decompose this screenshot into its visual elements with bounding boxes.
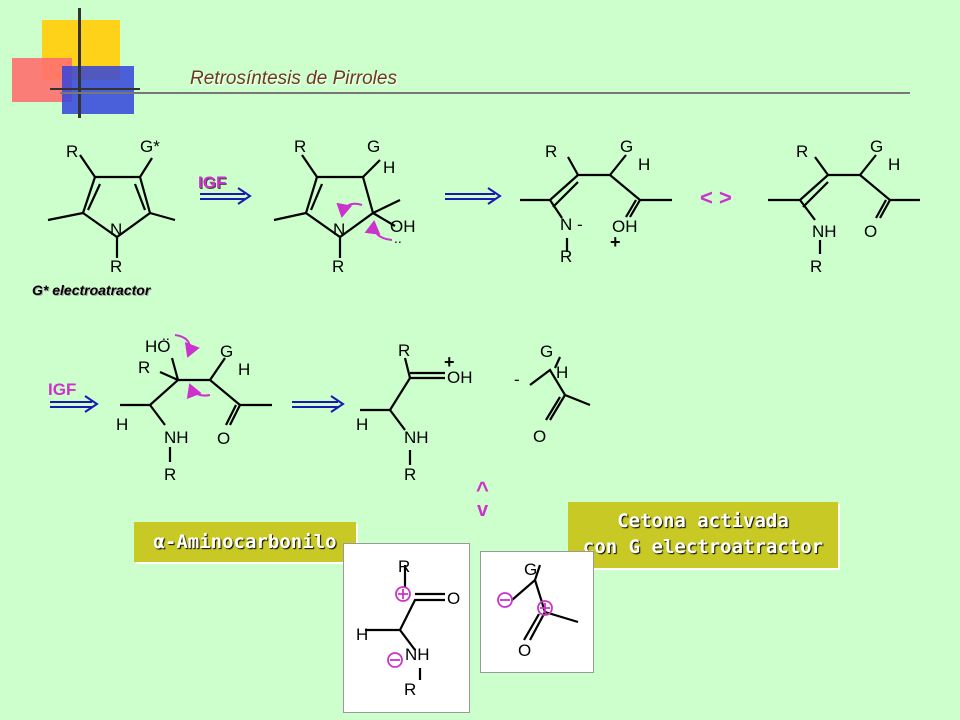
- svg-text:^: ^: [476, 477, 489, 502]
- svg-text:R: R: [545, 142, 557, 161]
- svg-text:O: O: [864, 222, 877, 241]
- atom-labels: R G* N R R G H N R OH .. R G H N - R OH …: [66, 137, 900, 484]
- svg-text:O: O: [217, 429, 230, 448]
- svg-text:O: O: [533, 427, 546, 446]
- reaction-arrows: [50, 187, 502, 413]
- svg-text:R: R: [110, 257, 122, 276]
- svg-text:R: R: [560, 247, 572, 266]
- svg-text:-: -: [514, 370, 520, 389]
- svg-text:O: O: [447, 589, 460, 608]
- svg-text:R: R: [404, 680, 416, 699]
- activated-ketone-box: Cetona activada con G electroatractor: [568, 502, 838, 568]
- svg-text:G: G: [870, 137, 883, 156]
- svg-text:N -: N -: [560, 215, 583, 234]
- accent-labels: IGF < > IGF ^ v: [48, 173, 732, 521]
- svg-text:..: ..: [162, 327, 170, 343]
- svg-text:N: N: [333, 220, 345, 239]
- svg-text:NH: NH: [164, 428, 189, 447]
- svg-text:G*: G*: [140, 137, 160, 156]
- svg-text:H: H: [116, 415, 128, 434]
- aminocarbonyl-box: α-Aminocarbonilo: [134, 522, 356, 562]
- ketone-line-1: Cetona activada: [617, 510, 789, 532]
- svg-text:R: R: [294, 137, 306, 156]
- svg-text:OH: OH: [447, 368, 473, 387]
- svg-text:NH: NH: [812, 222, 837, 241]
- svg-text:R: R: [164, 465, 176, 484]
- svg-text:G: G: [540, 342, 553, 361]
- svg-text:R: R: [404, 465, 416, 484]
- svg-text:R: R: [138, 358, 150, 377]
- svg-text:NH: NH: [405, 645, 430, 664]
- svg-text:..: ..: [394, 230, 402, 246]
- logo-decoration: [0, 0, 140, 120]
- svg-text:R: R: [66, 142, 78, 161]
- svg-text:+: +: [610, 232, 621, 252]
- svg-text:G: G: [620, 137, 633, 156]
- svg-text:H: H: [638, 155, 650, 174]
- gstar-note: G* electroatractor: [32, 282, 151, 298]
- svg-text:H: H: [238, 360, 250, 379]
- electron-arrows: [174, 202, 393, 400]
- svg-text:H: H: [356, 625, 368, 644]
- svg-text:v: v: [477, 499, 489, 521]
- svg-text:IGF: IGF: [198, 173, 226, 192]
- svg-text:G: G: [220, 342, 233, 361]
- svg-text:IGF: IGF: [48, 380, 76, 399]
- svg-text:HO: HO: [145, 337, 171, 356]
- aminocarbonyl-panel: [343, 543, 470, 713]
- svg-text:R: R: [796, 142, 808, 161]
- slide-title: Retrosíntesis de Pirroles: [190, 68, 397, 89]
- svg-text:G: G: [367, 137, 380, 156]
- svg-text:H: H: [383, 158, 395, 177]
- svg-text:N: N: [110, 220, 122, 239]
- title-divider: [60, 92, 910, 94]
- svg-text:NH: NH: [404, 428, 429, 447]
- formal-charges: [387, 586, 553, 668]
- ketone-line-2: con G electroatractor: [582, 536, 824, 558]
- svg-text:< >: < >: [700, 185, 732, 210]
- svg-text:R: R: [398, 557, 410, 576]
- svg-text:H: H: [888, 155, 900, 174]
- svg-text:H: H: [356, 415, 368, 434]
- svg-text:G: G: [524, 560, 537, 579]
- svg-text:H: H: [556, 363, 568, 382]
- svg-text:O: O: [518, 641, 531, 660]
- svg-text:R: R: [810, 257, 822, 276]
- svg-text:OH: OH: [390, 217, 416, 236]
- svg-text:R: R: [332, 257, 344, 276]
- svg-text:OH: OH: [612, 217, 638, 236]
- svg-text:R: R: [398, 341, 410, 360]
- svg-text:+: +: [444, 352, 455, 372]
